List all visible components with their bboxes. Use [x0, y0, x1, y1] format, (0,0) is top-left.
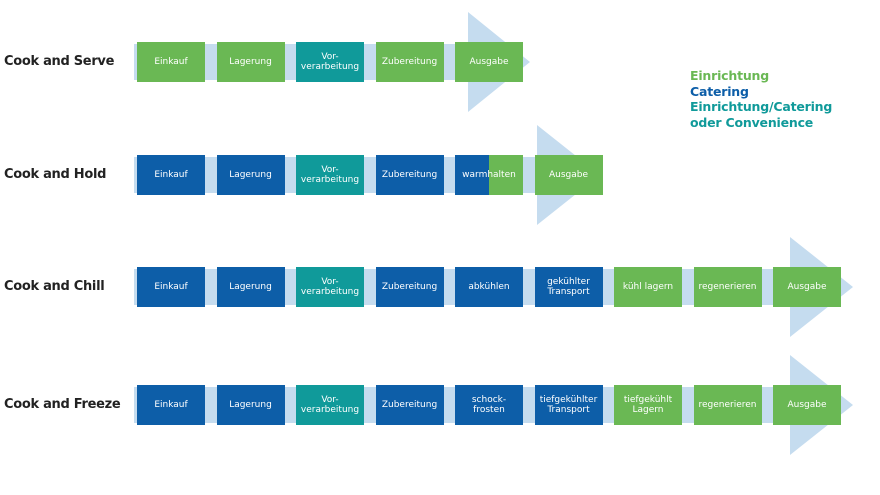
step-box: schock- frosten [455, 385, 523, 425]
step-box: tiefgekühlter Transport [534, 385, 603, 425]
legend-convenience: oder Convenience [690, 114, 814, 130]
legend-einrichtung-catering: Einrichtung/Catering [690, 99, 833, 114]
row-cook-and-hold: Cook and Hold Einkauf Lagerung Vor- verarb… [0, 125, 880, 225]
legend-catering: Catering [690, 83, 749, 99]
step-box: Lagerung [216, 385, 285, 425]
step-box: abkühlen [455, 267, 523, 307]
legend-einrichtung: Einrichtung [690, 68, 770, 83]
process-arrow [134, 125, 600, 225]
row-cook-and-serve: Cook and Serve Einkauf Lagerung Vor- verar… [0, 12, 880, 112]
row-label: Cook and Freeze [4, 397, 121, 412]
step-box: Zubereitung [375, 385, 444, 425]
step-box: Einkauf [137, 267, 205, 307]
step-box: Zubereitung [375, 155, 444, 195]
step-box: warmhalten [455, 155, 523, 195]
legend: Einrichtung Catering Einrichtung/Caterin… [690, 68, 832, 130]
step-box: Vor- verarbeitung [296, 42, 364, 82]
row-label: Cook and Chill [4, 279, 105, 294]
step-box: Einkauf [137, 42, 205, 82]
step-box: regenerieren [693, 385, 762, 425]
step-box: Lagerung [216, 155, 285, 195]
step-box: Lagerung [216, 267, 285, 307]
row-label: Cook and Serve [4, 54, 115, 69]
row-cook-and-freeze: Cook and Freeze Einkauf Lagerung Vor- vera… [0, 355, 880, 455]
step-box: Ausgabe [455, 42, 523, 82]
step-box: Einkauf [137, 385, 205, 425]
step-box: Lagerung [216, 42, 285, 82]
step-box: Zubereitung [375, 267, 444, 307]
step-box: Einkauf [137, 155, 205, 195]
step-box: Zubereitung [375, 42, 444, 82]
step-box: Vor- verarbeitung [296, 385, 364, 425]
row-cook-and-chill: Cook and Chill Einkauf Lagerung Vor- verar… [0, 237, 880, 337]
step-box: regenerieren [693, 267, 762, 307]
step-box: Vor- verarbeitung [296, 155, 364, 195]
step-box: gekühlter Transport [534, 267, 603, 307]
step-box: Ausgabe [773, 385, 841, 425]
step-box: tiefgekühlt Lagern [614, 385, 682, 425]
step-box: Ausgabe [534, 155, 603, 195]
step-box: Vor- verarbeitung [296, 267, 364, 307]
row-label: Cook and Hold [4, 167, 107, 182]
step-box: kühl lagern [614, 267, 682, 307]
step-box: Ausgabe [773, 267, 841, 307]
